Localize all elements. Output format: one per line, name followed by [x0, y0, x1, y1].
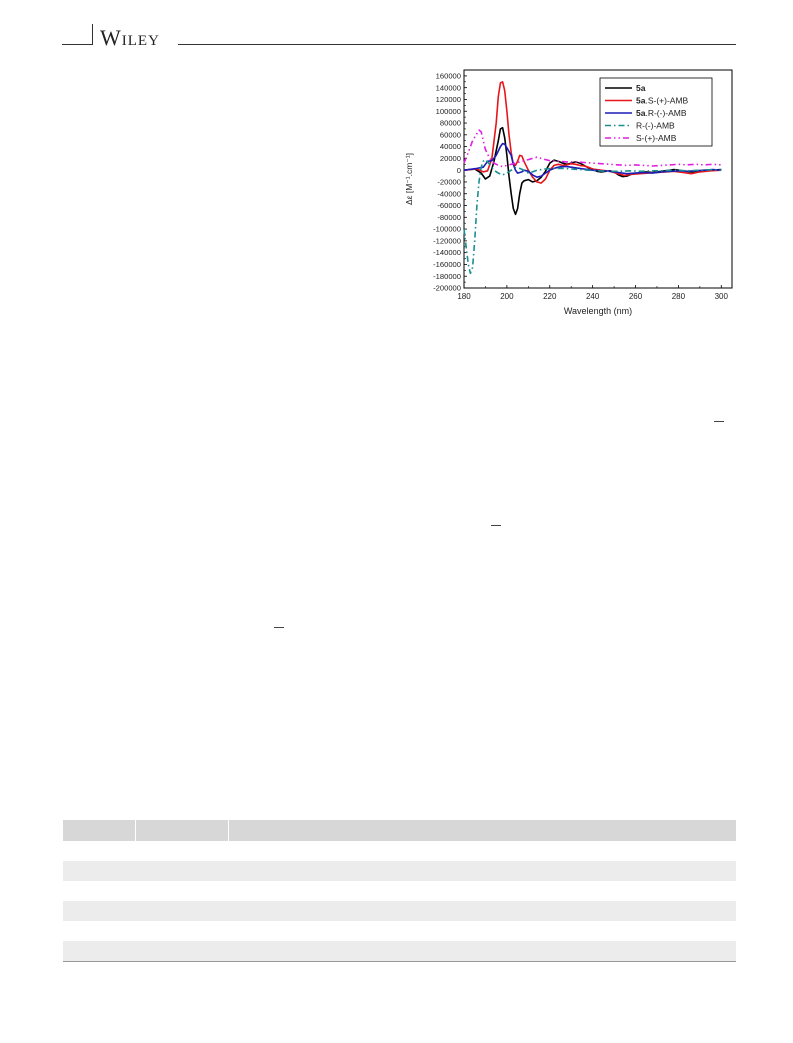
y-tick-label: -200000: [433, 284, 461, 293]
legend-label: R-(-)-AMB: [636, 121, 675, 131]
table-row: [63, 941, 736, 961]
header-tick: [92, 24, 93, 45]
y-tick-label: 20000: [440, 154, 461, 163]
table-row: [63, 921, 736, 941]
x-tick-label: 300: [715, 292, 729, 301]
y-tick-label: 40000: [440, 142, 461, 151]
cd-spectrum-figure: 160000 140000 120000 100000 80000 60000 40000 2…: [400, 62, 740, 324]
wiley-logo: Wiley: [100, 25, 160, 50]
table-bottom-rule: [63, 961, 736, 962]
column-separator: [228, 820, 229, 841]
y-tick-label: -40000: [437, 189, 461, 198]
x-axis-label: Wavelength (nm): [564, 306, 632, 316]
x-tick-label: 280: [672, 292, 686, 301]
x-tick-label: 240: [586, 292, 600, 301]
text-dash-mark: [714, 421, 724, 422]
y-tick-label: 0: [457, 166, 461, 175]
y-tick-label: -80000: [437, 213, 461, 222]
plot-frame: [463, 69, 733, 289]
series-line-4: [463, 158, 722, 275]
header-rule-right: [178, 44, 736, 45]
y-tick-label: -180000: [433, 272, 461, 281]
legend-label: 5a: [636, 83, 646, 93]
legend-label: 5a.R-(-)-AMB: [636, 108, 687, 118]
x-tick-label: 180: [457, 292, 471, 301]
header-rule-left: [62, 44, 93, 45]
text-dash-mark: [491, 525, 501, 526]
y-tick-label: -120000: [433, 236, 461, 245]
x-tick-label: 260: [629, 292, 643, 301]
y-tick-label: 120000: [436, 95, 461, 104]
table-row: [63, 901, 736, 921]
legend-label: 5a.S-(+)-AMB: [636, 96, 689, 106]
y-tick-label: 60000: [440, 130, 461, 139]
y-tick-label: 80000: [440, 119, 461, 128]
y-tick-label: 100000: [436, 107, 461, 116]
table-header-row: [63, 820, 736, 841]
data-table: [63, 820, 736, 961]
y-tick-label: -140000: [433, 248, 461, 257]
series-line-3: [463, 142, 722, 178]
legend-label: S-(+)-AMB: [636, 133, 677, 143]
text-dash-mark: [274, 627, 284, 628]
cd-spectrum-chart: 160000 140000 120000 100000 80000 60000 40000 2…: [404, 69, 733, 316]
legend-box: [599, 77, 713, 147]
series-line-5: [463, 129, 722, 168]
table-row: [63, 861, 736, 881]
y-tick-label: -60000: [437, 201, 461, 210]
table-row: [63, 881, 736, 901]
x-tick-label: 200: [500, 292, 514, 301]
x-tick-label: 220: [543, 292, 557, 301]
y-tick-label: 160000: [436, 71, 461, 80]
column-separator: [135, 820, 136, 841]
y-tick-label: -160000: [433, 260, 461, 269]
table-row: [63, 841, 736, 861]
y-tick-label: -100000: [433, 225, 461, 234]
journal-header: Wiley: [0, 0, 793, 60]
y-axis-label: Δε [M⁻¹.cm⁻¹]: [404, 153, 414, 205]
y-tick-label: 140000: [436, 83, 461, 92]
y-tick-label: -20000: [437, 178, 461, 187]
